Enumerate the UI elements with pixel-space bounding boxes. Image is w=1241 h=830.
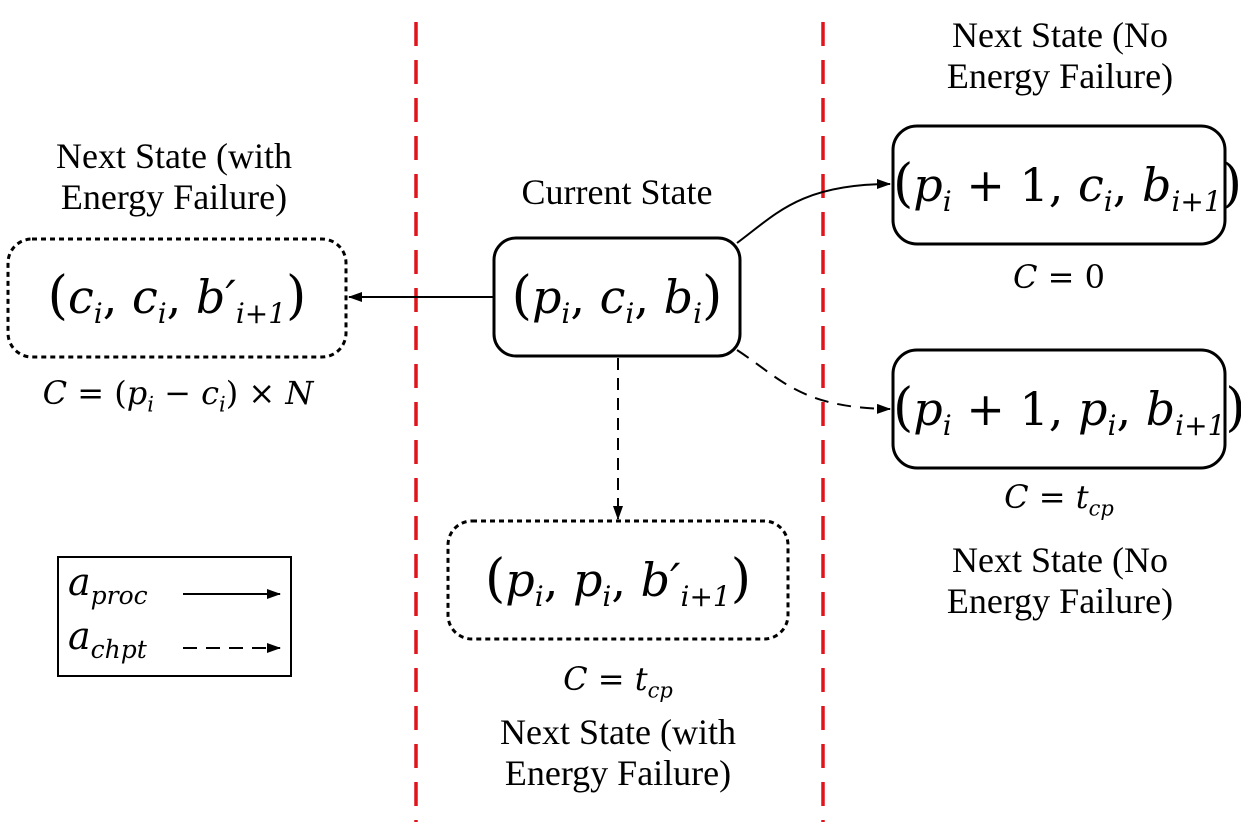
legend-box xyxy=(57,556,292,677)
arrow-current-to-mid-right xyxy=(736,349,891,414)
left-state-b-prime: b′ xyxy=(195,270,236,324)
legend-proc-base: a xyxy=(68,560,91,604)
current-state-c-sub: i xyxy=(625,296,635,330)
top-right-next-state-tuple: (pi + 1, ci, bi+1) xyxy=(893,154,1241,218)
left-cost-close-paren: ) xyxy=(225,374,239,412)
mid-right-state-p-sub: i xyxy=(942,408,952,442)
left-cost-minus: − xyxy=(164,374,191,412)
left-cost-label: C = (pi − ci) × N xyxy=(0,374,356,416)
left-next-state-box xyxy=(6,237,348,359)
left-cost-c: C xyxy=(42,374,68,412)
bottom-next-state-box xyxy=(446,519,790,641)
left-cost-p-sub: i xyxy=(147,392,154,417)
legend-chpt-base: a xyxy=(68,614,91,658)
mid-right-cost-t-sub: cp xyxy=(1088,496,1114,521)
top-right-state-b: b xyxy=(1142,158,1172,212)
left-cost-p: p xyxy=(126,374,148,412)
top-right-next-state-label: Next State (No Energy Failure) xyxy=(900,15,1220,98)
top-right-state-c-sub: i xyxy=(1103,184,1113,218)
mid-right-state-p2-sub: i xyxy=(1107,408,1117,442)
current-state-box xyxy=(492,236,742,358)
bottom-cost-t: t xyxy=(634,660,648,698)
current-state-p-sub: i xyxy=(561,296,571,330)
arrow-current-to-top-right xyxy=(736,179,891,244)
left-next-state-label: Next State (with Energy Failure) xyxy=(14,136,334,219)
left-cost-n: N xyxy=(285,374,314,412)
legend-chpt-label: achpt xyxy=(68,614,147,664)
left-state-c1-sub: i xyxy=(93,296,103,330)
left-state-b-prime-sub: i+1 xyxy=(235,296,287,330)
left-cost-ci: c xyxy=(201,374,220,412)
bottom-center-next-state-label: Next State (with Energy Failure) xyxy=(458,712,778,795)
left-next-state-tuple: (ci, ci, b′i+1) xyxy=(47,266,307,330)
top-right-next-state-box xyxy=(891,124,1227,246)
top-right-next-state-label-line2: Energy Failure) xyxy=(946,56,1174,97)
legend-proc-sub: proc xyxy=(90,580,148,610)
bottom-cost-eq: = xyxy=(597,660,625,698)
current-state-c: c xyxy=(599,270,626,324)
current-state-label-text: Current State xyxy=(521,172,713,212)
bottom-right-next-state-label-line1: Next State (No xyxy=(952,540,1168,580)
left-cost-times: × xyxy=(248,374,276,412)
mid-right-state-plus-one: + 1, xyxy=(966,382,1064,436)
bottom-state-b-prime: b′ xyxy=(640,553,681,607)
bottom-state-p1: p xyxy=(505,553,535,607)
mid-right-state-b: b xyxy=(1145,382,1176,436)
bottom-right-next-state-label-line2: Energy Failure) xyxy=(946,581,1174,622)
mid-right-cost-eq: = xyxy=(1038,478,1066,516)
left-state-c1: c xyxy=(67,270,94,324)
bottom-state-p1-sub: i xyxy=(534,579,544,613)
top-right-next-state-label-line1: Next State (No xyxy=(952,15,1168,55)
current-state-label: Current State xyxy=(467,172,767,213)
left-next-state-label-line1: Next State (with xyxy=(56,136,292,176)
bottom-cost-t-sub: cp xyxy=(647,678,673,703)
bottom-right-next-state-label: Next State (No Energy Failure) xyxy=(900,540,1220,623)
top-right-state-plus-one: + 1, xyxy=(966,158,1064,212)
mid-right-state-p2: p xyxy=(1078,382,1108,436)
mid-right-cost-label: C = tcp xyxy=(893,478,1225,520)
mid-right-cost-c: C xyxy=(1004,478,1029,516)
left-cost-eq: = xyxy=(77,374,105,412)
bottom-state-b-prime-sub: i+1 xyxy=(680,579,731,613)
left-state-c2-sub: i xyxy=(157,296,167,330)
bottom-cost-label: C = tcp xyxy=(448,660,788,702)
top-right-cost-value: 0 xyxy=(1084,258,1105,296)
legend-chpt-sub: chpt xyxy=(90,634,147,664)
mid-right-next-state-tuple: (pi + 1, pi, bi+1) xyxy=(893,378,1241,442)
top-right-state-p-sub: i xyxy=(942,184,952,218)
legend-proc-label: aproc xyxy=(68,560,148,610)
mid-right-next-state-box xyxy=(891,348,1227,470)
top-right-state-c: c xyxy=(1078,158,1104,212)
top-right-cost-label: C = 0 xyxy=(893,258,1225,296)
bottom-state-p2: p xyxy=(572,553,603,607)
left-cost-ci-sub: i xyxy=(219,392,226,417)
current-state-p: p xyxy=(531,270,562,324)
mid-right-cost-t: t xyxy=(1075,478,1089,516)
bottom-state-p2-sub: i xyxy=(602,579,612,613)
mid-right-state-b-sub: i+1 xyxy=(1175,408,1226,442)
left-state-c2: c xyxy=(131,270,158,324)
top-right-state-b-sub: i+1 xyxy=(1171,184,1222,218)
left-cost-open-paren: ( xyxy=(114,374,127,412)
current-state-b: b xyxy=(663,270,694,324)
top-right-cost-c: C xyxy=(1013,258,1038,296)
bottom-center-next-state-label-line1: Next State (with xyxy=(500,712,736,752)
current-state-b-sub: i xyxy=(693,296,703,330)
bottom-cost-c: C xyxy=(563,660,588,698)
top-right-cost-eq: = xyxy=(1047,258,1075,296)
mid-right-state-p: p xyxy=(913,382,943,436)
left-next-state-label-line2: Energy Failure) xyxy=(60,177,288,218)
top-right-state-p: p xyxy=(913,158,943,212)
bottom-next-state-tuple: (pi, pi, b′i+1) xyxy=(484,549,752,613)
current-state-tuple: (pi, ci, bi) xyxy=(511,266,723,330)
bottom-center-next-state-label-line2: Energy Failure) xyxy=(504,753,732,794)
